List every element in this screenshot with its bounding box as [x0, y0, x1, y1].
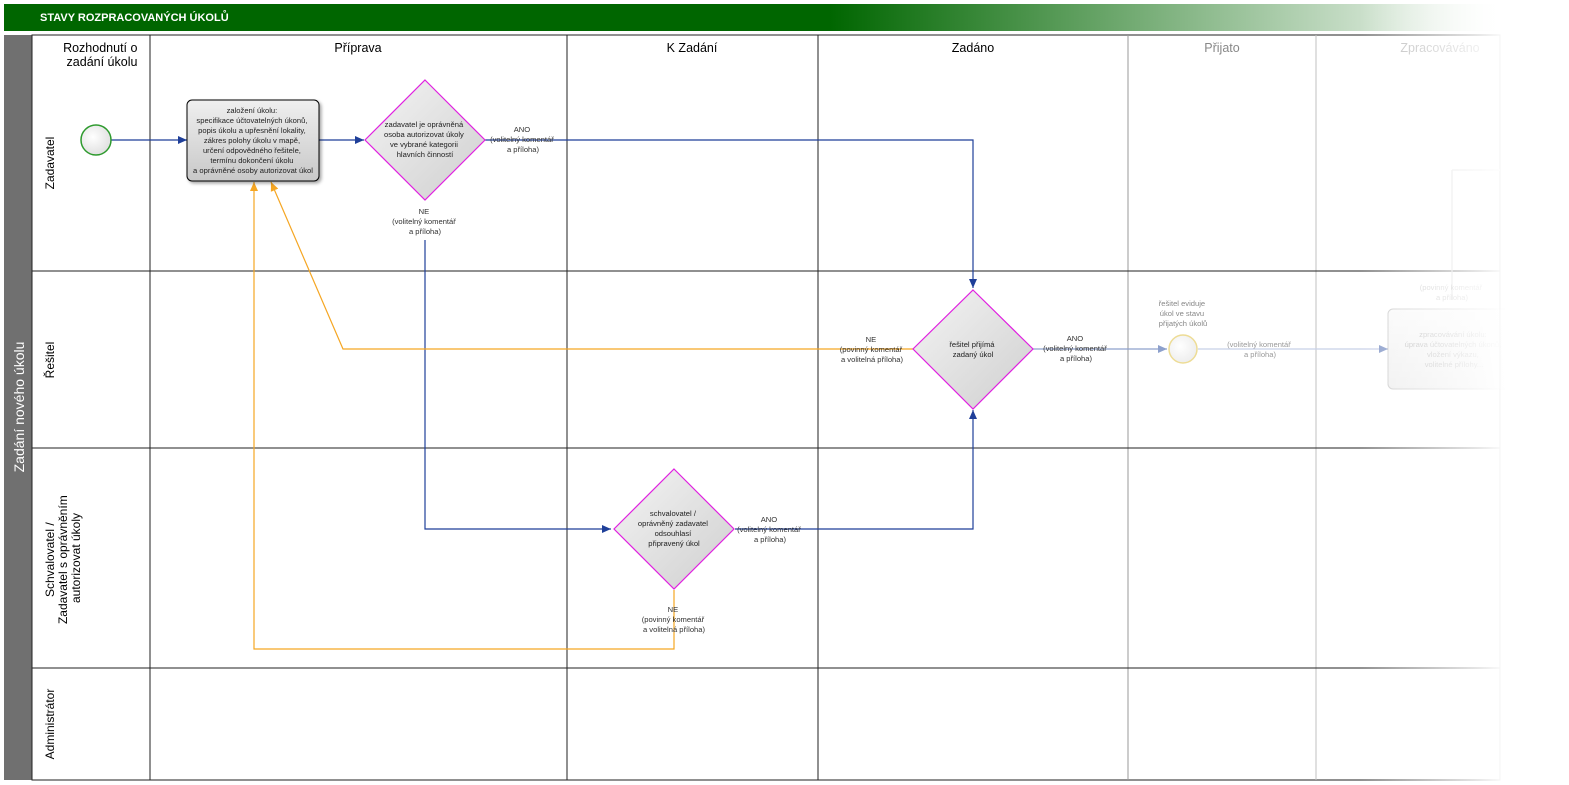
flow-authorized-yes — [485, 139, 977, 288]
flow-label-accept-no: NE (povinný komentář a volitelná příloha… — [840, 335, 905, 364]
flow-label-accepted-out: (volitelný komentář a příloha) — [1227, 340, 1293, 359]
column-header-prijato: Přijato — [1204, 41, 1239, 55]
gateway-authorized-label: zadavatel je oprávněná osoba autorizovat… — [384, 120, 466, 159]
column-header-rozhodnuti: Rozhodnutí o zadání úkolu — [63, 41, 141, 69]
lane-header-zadavatel: Zadavatel — [43, 137, 57, 190]
event-accepted-label: řešitel eviduje úkol ve stavu přijatých … — [1159, 299, 1208, 328]
start-event — [80, 124, 112, 156]
pool-label: Zadání nového úkolu — [11, 342, 27, 473]
flow-label-accept-yes: ANO (volitelný komentář a příloha) — [1043, 334, 1109, 363]
task-create-label: založení úkolu: specifikace účtovatelnýc… — [193, 106, 313, 175]
lane-header-resitel: Řešitel — [42, 342, 57, 379]
column-header-k-zadani: K Zadání — [667, 41, 718, 55]
gateway-accept: řešitel přijímá zadaný úkol — [912, 289, 1034, 410]
gateway-approve-label: schvalovatel / oprávněný zadavatel odsou… — [638, 509, 710, 548]
pool-band: Zadání nového úkolu — [4, 35, 32, 780]
gateway-approve: schvalovatel / oprávněný zadavatel odsou… — [613, 468, 735, 590]
swimlane-grid — [31, 34, 1501, 781]
flow-label-auth-yes: ANO (volitelný komentář a příloha) — [490, 125, 556, 154]
gateway-authorized: zadavatel je oprávněná osoba autorizovat… — [364, 79, 486, 201]
lane-headers: Zadavatel Řešitel Schvalovatel / Zadavat… — [42, 137, 83, 760]
faded-note: (povinný komentář a příloha) — [1420, 283, 1485, 302]
flow-label-approve-yes: ANO (volitelný komentář a příloha) — [737, 515, 803, 544]
sequence-flows — [111, 136, 1500, 650]
lane-header-schvalovatel: Schvalovatel / Zadavatel s oprávněním au… — [43, 492, 83, 624]
column-header-zadano: Zadáno — [952, 41, 994, 55]
header-bar: STAVY ROZPRACOVANÝCH ÚKOLŮ — [4, 4, 1504, 31]
lane-header-administrator: Administrátor — [43, 689, 57, 760]
flow-authorized-no — [424, 240, 611, 533]
gateway-accept-label: řešitel přijímá zadaný úkol — [949, 340, 996, 359]
flow-label-auth-no: NE (volitelný komentář a příloha) — [392, 207, 458, 236]
column-headers: Rozhodnutí o zadání úkolu Příprava K Zad… — [63, 41, 1480, 69]
flow-label-approve-no: NE (povinný komentář a volitelná příloha… — [642, 605, 707, 634]
flow-faded — [1451, 169, 1500, 300]
flow-approve-no — [250, 182, 675, 650]
event-accepted: řešitel eviduje úkol ve stavu přijatých … — [1159, 299, 1208, 364]
diagram-title: STAVY ROZPRACOVANÝCH ÚKOLŮ — [40, 10, 229, 24]
column-header-zpracovavano: Zpracováváno — [1400, 41, 1479, 55]
column-header-priprava: Příprava — [334, 41, 381, 55]
flow-approve-yes — [735, 410, 977, 530]
task-create: založení úkolu: specifikace účtovatelnýc… — [186, 99, 320, 182]
task-processing: zpracovávání úkolu: úprava účtovatelných… — [1387, 308, 1521, 390]
flow-accept-no — [270, 181, 913, 350]
